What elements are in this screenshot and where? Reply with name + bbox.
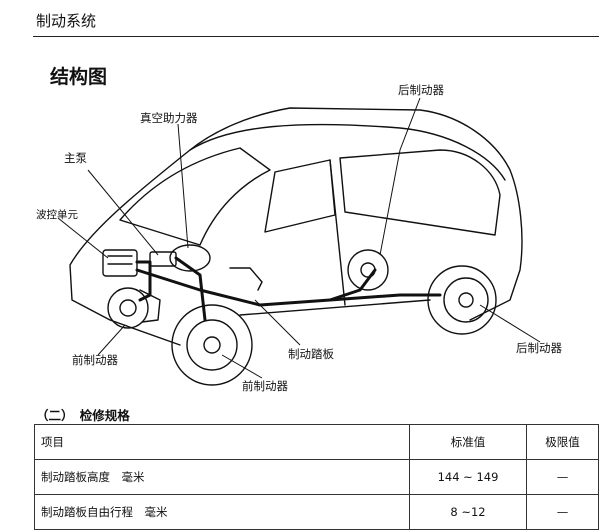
column-header-standard: 标准值 xyxy=(409,424,527,460)
spec-section-title: （二） 检修规格 xyxy=(36,408,130,423)
brake-pedal-arm xyxy=(229,267,263,291)
cell-item: 制动踏板高度 毫米 xyxy=(34,459,410,495)
cell-item: 制动踏板自由行程 毫米 xyxy=(34,494,410,530)
header-divider xyxy=(33,36,599,37)
table-row: 制动踏板高度 毫米 144 ~ 149 — xyxy=(34,459,599,495)
vacuum-booster xyxy=(169,244,211,272)
cell-limit: — xyxy=(526,494,599,530)
label-rear-brake-top: 后制动器 xyxy=(398,83,444,97)
figure-title: 结构图 xyxy=(50,66,108,88)
van-side-window-rear xyxy=(339,149,501,236)
van-door-line xyxy=(329,159,346,306)
spec-table: 项目 标准值 极限值 制动踏板高度 毫米 144 ~ 149 — 制动踏板自由行… xyxy=(34,424,599,530)
van-roof-line xyxy=(189,123,506,181)
brake-line-front-left xyxy=(135,260,152,302)
front-left-brake-disc xyxy=(107,287,149,329)
label-abs-unit: 波控单元 xyxy=(36,209,78,221)
rear-upper-brake xyxy=(347,249,389,291)
leader-master xyxy=(87,169,159,256)
rear-drum xyxy=(443,277,489,323)
column-header-limit: 极限值 xyxy=(526,424,599,460)
brake-system-diagram xyxy=(57,97,541,386)
leader-abs xyxy=(57,217,109,259)
front-disc xyxy=(186,319,238,371)
leader-rear-brake-right xyxy=(479,304,541,343)
cell-limit: — xyxy=(526,459,599,495)
van-sill-line xyxy=(239,299,431,316)
label-front-brake-bottom: 前制动器 xyxy=(242,379,288,393)
van-body-outline xyxy=(69,107,523,346)
van-windshield xyxy=(119,147,271,246)
leader-front-brake-bottom xyxy=(221,354,263,379)
leader-booster xyxy=(177,123,189,249)
front-wheel xyxy=(171,304,253,386)
abs-unit-body xyxy=(102,249,138,277)
brake-line-front-right xyxy=(174,256,207,322)
section-header: 制动系统 xyxy=(36,12,97,30)
cell-standard: 144 ~ 149 xyxy=(409,459,527,495)
cell-standard: 8 ~12 xyxy=(409,494,527,530)
spec-table-header: 项目 标准值 极限值 xyxy=(34,424,599,460)
brake-line-main-rear xyxy=(135,268,442,307)
label-master-cylinder: 主泵 xyxy=(64,151,87,165)
van-side-window-front xyxy=(264,159,336,233)
leader-rear-brake-top xyxy=(379,97,421,256)
label-rear-brake-right: 后制动器 xyxy=(516,341,562,355)
table-row: 制动踏板自由行程 毫米 8 ~12 — xyxy=(34,494,599,530)
rear-wheel xyxy=(427,265,497,335)
label-front-brake-left: 前制动器 xyxy=(72,353,118,367)
label-brake-pedal: 制动踏板 xyxy=(288,347,334,361)
column-header-item: 项目 xyxy=(34,424,410,460)
brake-line-rear-upper xyxy=(328,268,377,302)
leader-front-brake-left xyxy=(97,324,126,356)
leader-pedal xyxy=(254,299,301,346)
label-vacuum-booster: 真空助力器 xyxy=(140,111,198,125)
